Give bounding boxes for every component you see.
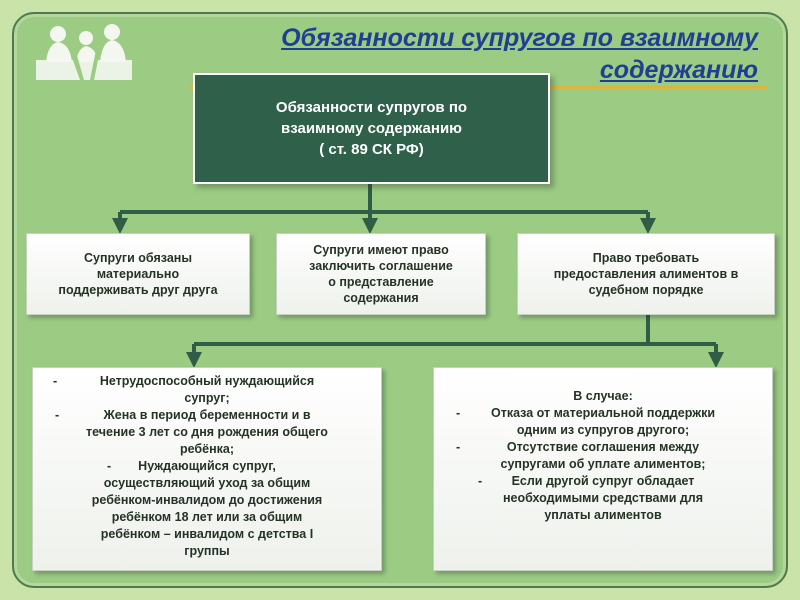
central-heading-box: Обязанности супругов по взаимному содерж… bbox=[193, 73, 550, 184]
list-item: - Нуждающийся супруг, осуществляющий ухо… bbox=[43, 458, 371, 560]
list-item-line: ребёнком-инвалидом до достижения bbox=[91, 493, 323, 507]
entitled-persons-list: - Нетрудоспособный нуждающийся супруг; -… bbox=[32, 367, 382, 571]
list-item-line: Жена в период беременности и в bbox=[103, 408, 311, 422]
card-line: содержания bbox=[343, 291, 419, 305]
central-heading-line: Обязанности супругов по bbox=[275, 99, 468, 116]
list-item-line: течение 3 лет со дня рождения общего bbox=[86, 425, 328, 439]
list-item-line: супруг; bbox=[184, 391, 230, 405]
card-line: заключить соглашение bbox=[309, 259, 453, 273]
list-item: - Отказа от материальной поддержки одним… bbox=[444, 405, 762, 439]
card-line: предоставления алиментов в bbox=[553, 267, 739, 281]
card-line: материально bbox=[96, 267, 180, 281]
bullet-dash: - bbox=[456, 440, 461, 454]
duty-card-agreement: Супруги имеют право заключить соглашение… bbox=[276, 233, 486, 315]
list-item-line: необходимыми средствами для bbox=[502, 491, 704, 505]
card-line: поддерживать друг друга bbox=[58, 283, 218, 297]
page-title: Обязанности супругов по взаимному содерж… bbox=[281, 24, 758, 84]
central-heading-line: взаимному содержанию bbox=[281, 120, 462, 137]
duty-card-support: Супруги обязаны материально поддерживать… bbox=[26, 233, 250, 315]
list-item-line: одним из супругов другого; bbox=[516, 423, 690, 437]
list-item: - Если другой супруг обладает необходимы… bbox=[444, 473, 762, 524]
list-item-line: Если другой супруг обладает bbox=[511, 474, 695, 488]
list-item-line: Нуждающийся супруг, bbox=[138, 459, 276, 473]
bullet-dash: - bbox=[55, 408, 60, 422]
list-item: - Отсутствие соглашения между супругами … bbox=[444, 439, 762, 473]
list-item-line: Отказа от материальной поддержки bbox=[490, 406, 716, 420]
list-item-line: осуществляющий уход за общим bbox=[103, 476, 311, 490]
bullet-dash: - bbox=[478, 474, 483, 488]
list-item-line: уплаты алиментов bbox=[544, 508, 662, 522]
bullet-dash: - bbox=[107, 459, 112, 473]
court-grounds-list: В случае: - Отказа от материальной подде… bbox=[433, 367, 773, 571]
list-item-line: супругами об уплате алиментов; bbox=[500, 457, 706, 471]
list-item-line: ребёнком 18 лет или за общим bbox=[111, 510, 303, 524]
list-item: - Жена в период беременности и в течение… bbox=[43, 407, 371, 458]
card-line: Супруги обязаны bbox=[83, 251, 193, 265]
list-item-line: группы bbox=[184, 544, 230, 558]
bullet-dash: - bbox=[456, 406, 461, 420]
list-item-line: ребёнком – инвалидом с детства I bbox=[100, 527, 314, 541]
duty-card-court-alimony: Право требовать предоставления алиментов… bbox=[517, 233, 775, 315]
list-item-line: Отсутствие соглашения между bbox=[506, 440, 700, 454]
central-heading-line: ( ст. 89 СК РФ) bbox=[319, 141, 424, 158]
card-line: Право требовать bbox=[592, 251, 700, 265]
list-intro: В случае: bbox=[573, 389, 633, 403]
list-item-line: Нетрудоспособный нуждающийся bbox=[99, 374, 315, 388]
list-item: - Нетрудоспособный нуждающийся супруг; bbox=[43, 373, 371, 407]
card-line: о представление bbox=[328, 275, 434, 289]
list-item-line: ребёнка; bbox=[179, 442, 235, 456]
card-line: Супруги имеют право bbox=[313, 243, 449, 257]
family-silhouette-icon bbox=[36, 24, 132, 80]
bullet-dash: - bbox=[53, 374, 58, 388]
card-line: судебном порядке bbox=[588, 283, 704, 297]
